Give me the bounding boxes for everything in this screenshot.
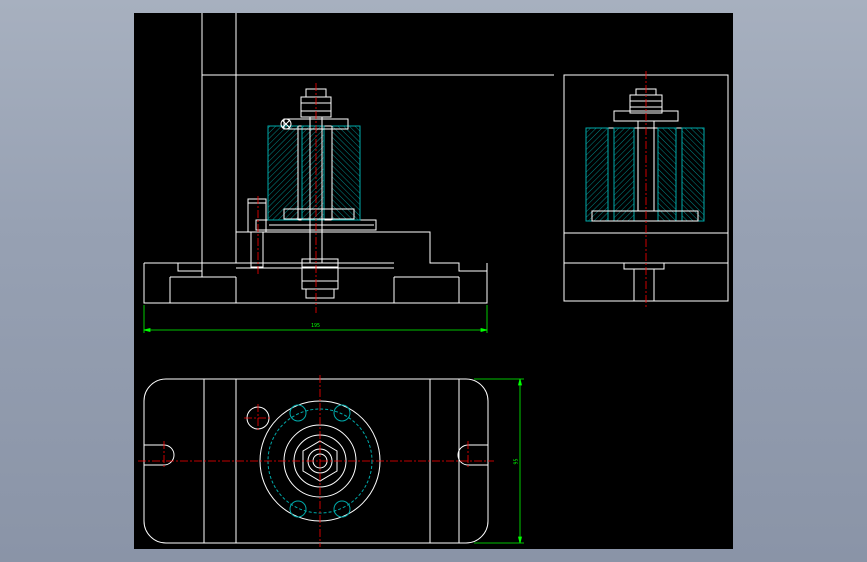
- cad-drawing-svg: [138, 13, 729, 547]
- front-view-centerline: [257, 83, 317, 313]
- dimension-height: [474, 378, 524, 544]
- height-dimension-label: 95: [513, 458, 520, 465]
- cad-drawing-canvas[interactable]: 195 95: [134, 13, 733, 549]
- dimension-width: [143, 305, 488, 333]
- front-view: [143, 13, 554, 304]
- width-dimension-label: 195: [311, 323, 321, 329]
- top-view-centerlines: [138, 375, 494, 547]
